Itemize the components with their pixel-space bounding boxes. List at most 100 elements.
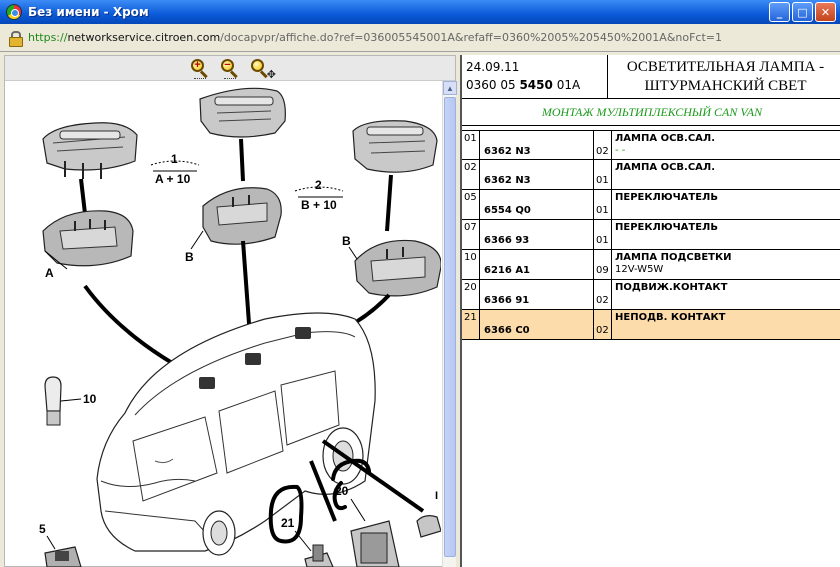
row-label: ПЕРЕКЛЮЧАТЕЛЬ bbox=[615, 222, 718, 233]
variant-1-code: A + 10 bbox=[155, 172, 191, 186]
row-part-ref: 6366 93 bbox=[481, 220, 594, 249]
row-part-ref: 6366 C0 bbox=[481, 310, 594, 339]
row-index: 07 bbox=[462, 220, 480, 249]
title-line-1: ОСВЕТИТЕЛЬНАЯ ЛАМПА - bbox=[626, 59, 825, 75]
callout-10: 10 bbox=[83, 392, 97, 406]
row-label: ЛАМПА ПОДСВЕТКИ bbox=[615, 252, 732, 263]
row-label: ПОДВИЖ.КОНТАКТ bbox=[615, 282, 728, 293]
row-part-ref: 6216 A1 bbox=[481, 250, 594, 279]
url-path: /docapvpr/affiche.do?ref=036005545001A&r… bbox=[220, 31, 723, 44]
diagram-scrollbar[interactable]: ▲ bbox=[442, 81, 457, 567]
lamp-housing-a bbox=[42, 210, 134, 267]
row-description: ЛАМПА ОСВ.САЛ.- - bbox=[613, 131, 840, 160]
row-label: ПЕРЕКЛЮЧАТЕЛЬ bbox=[615, 192, 718, 203]
lock-icon[interactable] bbox=[8, 30, 23, 47]
contact-21 bbox=[304, 544, 334, 567]
variant-2-code: B + 10 bbox=[301, 198, 337, 212]
row-part-ref: 6362 N3 bbox=[481, 131, 594, 160]
callout-b-right: B bbox=[342, 234, 351, 248]
switch-5 bbox=[44, 546, 82, 567]
callout-a: A bbox=[45, 266, 54, 280]
row-index: 20 bbox=[462, 280, 480, 309]
close-button[interactable]: ✕ bbox=[815, 2, 836, 22]
minus-icon: − bbox=[224, 59, 231, 71]
row-extra: - - bbox=[615, 145, 626, 156]
chrome-icon bbox=[6, 4, 22, 20]
url-scheme: https:// bbox=[28, 31, 68, 44]
row-qty: 01 bbox=[595, 220, 612, 249]
url-host: networkservice.citroen.com bbox=[67, 31, 221, 44]
lamp-housing-b-right bbox=[354, 239, 441, 297]
magnifier-icon bbox=[221, 59, 234, 72]
ref-prefix: 0360 05 bbox=[466, 78, 516, 92]
move-icon: ✥ bbox=[266, 69, 276, 81]
page-content: + − ✥ bbox=[0, 52, 840, 567]
zoom-in-button[interactable]: + bbox=[190, 58, 210, 79]
minimize-button[interactable]: _ bbox=[769, 2, 790, 22]
variant-1-number: 1 bbox=[171, 152, 178, 166]
row-index: 05 bbox=[462, 190, 480, 219]
url-text[interactable]: https://networkservice.citroen.com/docap… bbox=[28, 31, 722, 44]
row-extra: 12V-W5W bbox=[615, 264, 664, 275]
lamp-top-left bbox=[42, 122, 138, 179]
assembly-subtitle: МОНТАЖ МУЛЬТИПЛЕКСНЫЙ CAN VAN bbox=[462, 99, 840, 126]
row-description: ПЕРЕКЛЮЧАТЕЛЬ bbox=[613, 220, 840, 249]
row-label: ЛАМПА ОСВ.САЛ. bbox=[615, 133, 716, 144]
variant-2-number: 2 bbox=[315, 178, 322, 192]
plus-icon: + bbox=[194, 59, 201, 71]
row-index: 02 bbox=[462, 160, 480, 189]
callout-21: 21 bbox=[281, 516, 295, 530]
contact-20 bbox=[350, 520, 400, 567]
scroll-up-icon[interactable]: ▲ bbox=[443, 81, 457, 95]
pan-button[interactable]: ✥ bbox=[250, 58, 276, 81]
row-qty: 09 bbox=[595, 250, 612, 279]
row-qty: 02 bbox=[595, 310, 612, 339]
title-line-2: ШТУРМАНСКИЙ СВЕТ bbox=[644, 78, 807, 94]
window-title: Без имени - Хром bbox=[28, 5, 149, 19]
address-bar[interactable]: https://networkservice.citroen.com/docap… bbox=[0, 24, 840, 52]
window-controls: _ □ ✕ bbox=[769, 2, 836, 22]
row-description: ПОДВИЖ.КОНТАКТ bbox=[613, 280, 840, 309]
zoom-toolbar: + − ✥ bbox=[5, 56, 455, 81]
maximize-button[interactable]: □ bbox=[792, 2, 813, 22]
doc-date: 24.09.11 bbox=[466, 60, 520, 74]
lamp-top-right bbox=[352, 120, 438, 173]
row-description: ПЕРЕКЛЮЧАТЕЛЬ bbox=[613, 190, 840, 219]
zoom-out-underline bbox=[224, 78, 236, 79]
scroll-thumb[interactable] bbox=[444, 97, 456, 557]
ref-main: 5450 bbox=[519, 78, 553, 92]
callout-i: I bbox=[435, 490, 438, 502]
window-titlebar: Без имени - Хром _ □ ✕ bbox=[0, 0, 840, 24]
bulb-10 bbox=[44, 376, 62, 426]
callout-5: 5 bbox=[39, 522, 46, 536]
row-qty: 02 bbox=[595, 280, 612, 309]
part-i bbox=[416, 515, 441, 538]
row-qty: 01 bbox=[595, 190, 612, 219]
row-part-ref: 6362 N3 bbox=[481, 160, 594, 189]
magnifier-icon bbox=[191, 59, 204, 72]
zoom-out-button[interactable]: − bbox=[220, 58, 240, 79]
parts-panel: 24.09.11 0360 05 5450 01A ОСВЕТИТЕЛЬНАЯ … bbox=[460, 55, 840, 567]
row-part-ref: 6554 Q0 bbox=[481, 190, 594, 219]
row-description: ЛАМПА ОСВ.САЛ. bbox=[613, 160, 840, 189]
row-label: ЛАМПА ОСВ.САЛ. bbox=[615, 162, 716, 173]
row-part-ref: 6366 91 bbox=[481, 280, 594, 309]
row-label: НЕПОДВ. КОНТАКТ bbox=[615, 312, 726, 323]
car-illustration bbox=[96, 312, 376, 556]
ref-block: 24.09.11 0360 05 5450 01A bbox=[462, 55, 608, 99]
callout-b-middle: B bbox=[185, 250, 194, 264]
row-qty: 02 bbox=[595, 131, 612, 160]
page-title: ОСВЕТИТЕЛЬНАЯ ЛАМПА - ШТУРМАНСКИЙ СВЕТ bbox=[609, 55, 840, 99]
row-index: 01 bbox=[462, 131, 480, 160]
row-qty: 01 bbox=[595, 160, 612, 189]
parts-header: 24.09.11 0360 05 5450 01A ОСВЕТИТЕЛЬНАЯ … bbox=[462, 55, 840, 99]
